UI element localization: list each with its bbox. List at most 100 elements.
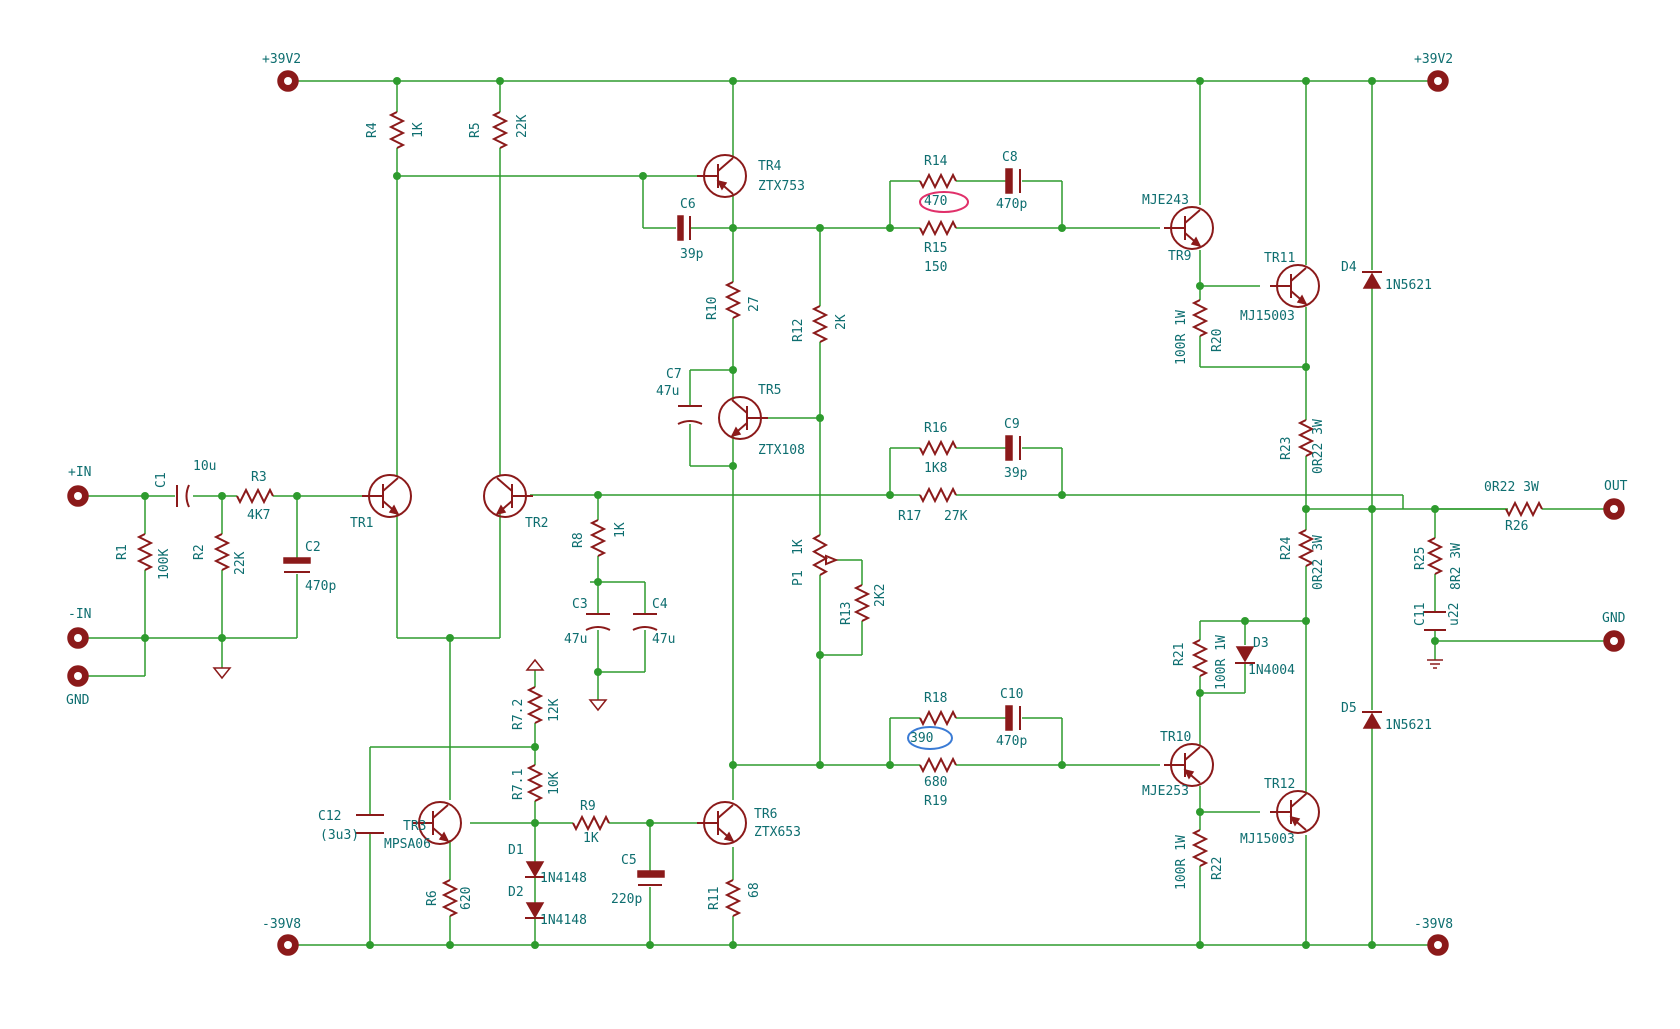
resistor-r8	[589, 519, 607, 557]
part-ref-r7-1: R7.1	[511, 769, 526, 800]
transistor-tr4	[697, 154, 747, 198]
part-ref-c8: C8	[1002, 150, 1018, 165]
part-value-d5: 1N5621	[1385, 718, 1432, 733]
part-value-tr10: MJE253	[1142, 784, 1189, 799]
part-ref-tr4: TR4	[758, 159, 782, 174]
transistor-tr10	[1164, 743, 1214, 787]
junctions	[141, 77, 1439, 949]
resistor-r10	[724, 281, 742, 319]
part-value-c4: 47u	[652, 632, 675, 647]
resistor-r5	[491, 111, 509, 149]
part-ref-tr6: TR6	[754, 807, 777, 822]
part-value-r23: 0R22 3W	[1311, 419, 1326, 474]
part-value-r15: 150	[924, 260, 947, 275]
part-value-r11: 68	[747, 882, 762, 898]
resistor-r11	[724, 879, 742, 917]
transistor-tr1	[362, 474, 412, 518]
rail-label-pos-left: +39V2	[262, 52, 301, 67]
resistor-r26	[1505, 500, 1543, 518]
resistor-r3	[236, 487, 274, 505]
resistor-r23	[1297, 419, 1315, 457]
resistor-r4	[388, 111, 406, 149]
part-ref-r21: R21	[1172, 643, 1187, 666]
part-value-r17: 27K	[944, 509, 968, 524]
part-value-tr12: MJ15003	[1240, 832, 1295, 847]
part-ref-tr5: TR5	[758, 383, 781, 398]
part-ref-r15: R15	[924, 241, 947, 256]
part-ref-c9: C9	[1004, 417, 1020, 432]
part-ref-r13: R13	[839, 602, 854, 625]
part-value-r16: 1K8	[924, 461, 947, 476]
part-value-c7: 47u	[656, 384, 679, 399]
part-value-c5: 220p	[611, 892, 642, 907]
part-value-r1: 100K	[157, 549, 172, 580]
resistor-r14	[919, 172, 957, 190]
part-ref-d5: D5	[1341, 701, 1357, 716]
connectors	[67, 70, 1625, 956]
part-value-r26: 0R22 3W	[1484, 480, 1539, 495]
diodes	[525, 271, 1382, 919]
part-value-r24: 0R22 3W	[1311, 535, 1326, 590]
part-value-d2: 1N4148	[540, 913, 587, 928]
transistor-tr11	[1270, 264, 1320, 308]
part-ref-d4: D4	[1341, 260, 1357, 275]
part-ref-r2: R2	[192, 544, 207, 560]
part-value-r10: 27	[747, 296, 762, 312]
resistor-r1	[136, 533, 154, 571]
transistor-tr12	[1270, 790, 1320, 834]
resistor-r17	[919, 486, 957, 504]
transistor-tr3	[412, 801, 462, 845]
resistor-r19	[919, 756, 957, 774]
part-value-c3: 47u	[564, 632, 587, 647]
part-value-c10: 470p	[996, 734, 1027, 749]
part-ref-r9: R9	[580, 799, 596, 814]
part-ref-p1: P1	[791, 570, 806, 586]
part-ref-d2: D2	[508, 885, 524, 900]
part-ref-r1: R1	[115, 544, 130, 560]
transistor-tr6	[697, 801, 747, 845]
resistor-r7-1	[526, 764, 544, 802]
part-value-r20: 100R 1W	[1174, 310, 1189, 365]
part-ref-c10: C10	[1000, 687, 1023, 702]
resistor-r2	[213, 533, 231, 571]
part-value-tr5: ZTX108	[758, 443, 805, 458]
wires	[80, 80, 1612, 946]
resistor-r16	[919, 439, 957, 457]
part-ref-c4: C4	[652, 597, 668, 612]
resistor-r25	[1426, 537, 1444, 575]
io-label-out: OUT	[1604, 479, 1628, 494]
labels: +39V2 +39V2 -39V8 -39V8 +IN -IN GND OUT …	[66, 52, 1628, 932]
io-label-gnd-left: GND	[66, 693, 90, 708]
part-ref-r6: R6	[425, 890, 440, 906]
part-value-tr3: MPSA06	[384, 837, 431, 852]
io-label-in-neg: -IN	[68, 607, 91, 622]
transistor-tr9	[1164, 206, 1214, 250]
transistor-tr5	[718, 396, 768, 440]
resistor-r22	[1191, 829, 1209, 867]
part-ref-r26: R26	[1505, 519, 1528, 534]
part-value-r19: 680	[924, 775, 947, 790]
part-value-c8: 470p	[996, 197, 1027, 212]
part-ref-r22: R22	[1210, 857, 1225, 880]
transistors	[362, 154, 1320, 845]
part-ref-r16: R16	[924, 421, 947, 436]
part-ref-c3: C3	[572, 597, 588, 612]
part-ref-r25: R25	[1413, 547, 1428, 570]
part-value-r8: 1K	[613, 522, 628, 538]
part-value-c12: (3u3)	[320, 828, 359, 843]
part-ref-r4: R4	[365, 122, 380, 138]
part-ref-tr9: TR9	[1168, 249, 1191, 264]
part-ref-tr3: TR3	[403, 819, 426, 834]
part-ref-r5: R5	[468, 122, 483, 138]
part-value-c2: 470p	[305, 579, 336, 594]
part-value-d3: 1N4004	[1248, 663, 1295, 678]
highlight-r14	[919, 191, 969, 213]
part-ref-r19: R19	[924, 794, 947, 809]
part-ref-r12: R12	[791, 319, 806, 342]
part-value-r2: 22K	[233, 551, 248, 575]
part-ref-r24: R24	[1279, 536, 1294, 560]
part-value-tr11: MJ15003	[1240, 309, 1295, 324]
part-value-c11: u22	[1447, 603, 1462, 626]
